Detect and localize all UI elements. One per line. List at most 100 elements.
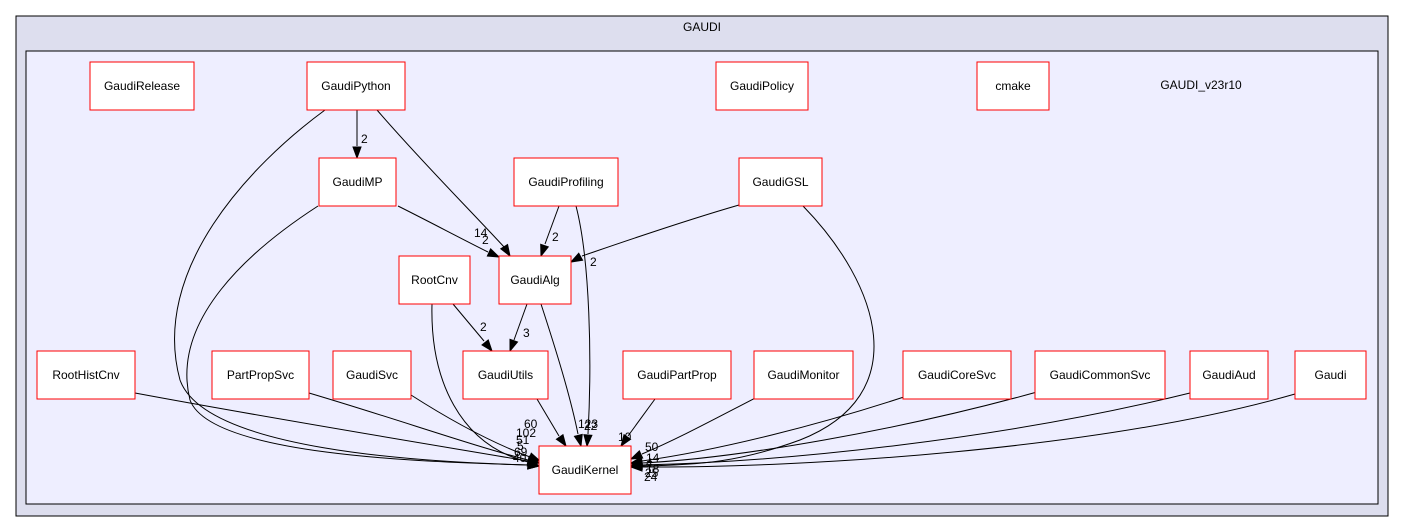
- node-box[interactable]: [1034, 350, 1166, 400]
- node-box[interactable]: [1294, 350, 1367, 400]
- inner-cluster: [25, 50, 1379, 505]
- node-label: GaudiMonitor: [767, 368, 839, 382]
- node-box[interactable]: [513, 157, 619, 207]
- edge-line: [308, 392, 529, 461]
- node-gaudimonitor[interactable]: GaudiMonitor: [753, 350, 854, 400]
- node-partpropsvc[interactable]: PartPropSvc: [211, 350, 310, 400]
- node-box[interactable]: [89, 61, 195, 111]
- kernel-incoming-label: 25: [645, 466, 659, 480]
- edge-arrowhead: [509, 338, 519, 353]
- node-label: GaudiUtils: [478, 368, 533, 382]
- node-label: GaudiCoreSvc: [918, 368, 996, 382]
- edge-arrowhead: [569, 252, 584, 263]
- node-label: GaudiAlg: [510, 273, 559, 287]
- node-gaudiprofiling[interactable]: GaudiProfiling: [513, 157, 619, 207]
- edge-line: [627, 398, 656, 437]
- node-box[interactable]: [1189, 350, 1269, 400]
- edge-line: [536, 398, 560, 437]
- edge-arrowhead: [527, 452, 542, 462]
- edge-GaudiMP-to-GaudiAlg: [397, 205, 501, 258]
- kernel-incoming-label: 40: [513, 451, 527, 465]
- node-box[interactable]: [738, 157, 823, 207]
- node-gaudiutils[interactable]: GaudiUtils: [462, 350, 549, 400]
- edge-arrowhead: [573, 433, 583, 448]
- edge-label: 2: [590, 255, 597, 269]
- node-box[interactable]: [462, 350, 549, 400]
- node-gaudicommonsvc[interactable]: GaudiCommonSvc: [1034, 350, 1166, 400]
- node-box[interactable]: [753, 350, 854, 400]
- node-box[interactable]: [538, 445, 632, 495]
- node-box[interactable]: [622, 350, 732, 400]
- kernel-incoming-label: 14: [646, 451, 660, 465]
- kernel-incoming-label: 102: [516, 426, 536, 440]
- node-label: GaudiPartProp: [637, 368, 717, 382]
- node-box[interactable]: [306, 61, 406, 111]
- node-gaudipartprop[interactable]: GaudiPartProp: [622, 350, 732, 400]
- kernel-incoming-label: 4: [646, 456, 653, 470]
- node-box[interactable]: [332, 350, 412, 400]
- node-label: GaudiPolicy: [730, 79, 794, 93]
- node-box[interactable]: [211, 350, 310, 400]
- edge-line: [641, 392, 1191, 466]
- node-box[interactable]: [715, 61, 809, 111]
- edge-label: 123: [578, 417, 598, 431]
- node-gaudikernel[interactable]: GaudiKernel: [538, 445, 632, 495]
- edge-line: [641, 391, 1038, 464]
- edge-line: [575, 205, 591, 435]
- edge-arrowhead: [499, 243, 511, 258]
- node-cmake[interactable]: cmake: [976, 61, 1050, 111]
- node-gaudicoresvc[interactable]: GaudiCoreSvc: [902, 350, 1012, 400]
- kernel-incoming-label: 69: [514, 445, 528, 459]
- edge-line: [186, 205, 529, 466]
- edge-arrowhead: [583, 434, 593, 448]
- node-box[interactable]: [976, 61, 1050, 111]
- edge-GaudiSvc-to-GaudiKernel: [410, 394, 542, 462]
- edge-GaudiAlg-to-GaudiUtils: [509, 303, 528, 353]
- edge-line: [581, 204, 740, 257]
- node-gaudi[interactable]: Gaudi: [1294, 350, 1367, 400]
- edge-GaudiPython-to-GaudiMP: [352, 110, 362, 160]
- node-label: GaudiRelease: [104, 79, 180, 93]
- kernel-incoming-label: 22: [584, 419, 598, 433]
- node-roothistcnv[interactable]: RootHistCnv: [36, 350, 136, 400]
- node-gaudirelease[interactable]: GaudiRelease: [89, 61, 195, 111]
- edge-line: [641, 393, 1296, 468]
- node-rootcnv[interactable]: RootCnv: [398, 255, 471, 305]
- outer-cluster-label: GAUDI: [683, 20, 721, 34]
- node-box[interactable]: [318, 157, 397, 207]
- node-box[interactable]: [902, 350, 1012, 400]
- edge-line: [540, 303, 579, 435]
- edge-line: [376, 109, 506, 249]
- edge-arrowhead: [555, 433, 567, 448]
- node-label: GaudiProfiling: [528, 175, 603, 189]
- node-gaudipolicy[interactable]: GaudiPolicy: [715, 61, 809, 111]
- edge-line: [641, 392, 917, 462]
- node-gaudisvc[interactable]: GaudiSvc: [332, 350, 412, 400]
- node-box[interactable]: [398, 255, 471, 305]
- node-gaudimp[interactable]: GaudiMP: [318, 157, 397, 207]
- node-gaudiaud[interactable]: GaudiAud: [1189, 350, 1269, 400]
- edge-arrowhead: [352, 146, 362, 160]
- node-gaudipython[interactable]: GaudiPython: [306, 61, 406, 111]
- node-gaudialg[interactable]: GaudiAlg: [498, 255, 572, 305]
- node-label: GaudiCommonSvc: [1050, 368, 1151, 382]
- node-label: GaudiGSL: [752, 175, 808, 189]
- edge-line: [134, 392, 529, 462]
- node-gaudigsl[interactable]: GaudiGSL: [738, 157, 823, 207]
- node-box[interactable]: [498, 255, 572, 305]
- nodes-layer: GaudiRelease GaudiPython GaudiPolicy cmakeG…: [36, 61, 1367, 495]
- edge-label: 2: [552, 230, 559, 244]
- edge-GaudiPartProp-to-GaudiKernel: [620, 398, 656, 448]
- edge-arrowhead: [486, 247, 501, 258]
- edge-line: [397, 205, 489, 253]
- node-label: PartPropSvc: [227, 368, 294, 382]
- edge-label: 60: [524, 417, 538, 431]
- node-box[interactable]: [36, 350, 136, 400]
- node-label: GaudiKernel: [552, 463, 619, 477]
- node-label: RootCnv: [411, 273, 458, 287]
- edge-line: [641, 392, 766, 455]
- node-label: GaudiAud: [1202, 368, 1255, 382]
- edge-line: [513, 303, 528, 341]
